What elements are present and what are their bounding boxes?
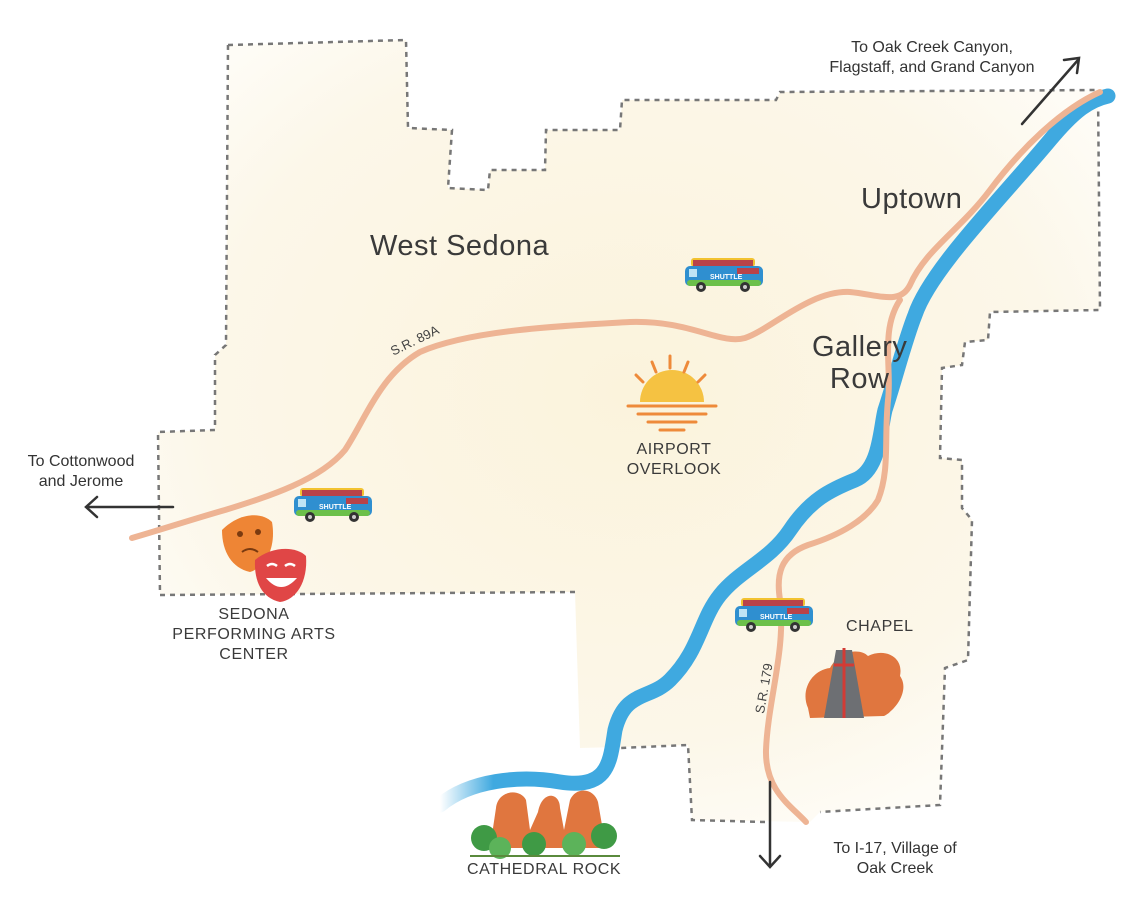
area-label-gallery-row-line1: Gallery [812, 331, 908, 363]
poi-label-chapel: CHAPEL [846, 618, 914, 635]
direction-label-north-line2: Flagstaff, and Grand Canyon [829, 59, 1035, 76]
area-label-west-sedona: West Sedona [370, 230, 550, 262]
direction-label-south-line2: Oak Creek [856, 860, 934, 877]
arrow-icon-north [1020, 56, 1081, 126]
poi-label-performing-arts-line1: SEDONA [218, 606, 290, 623]
chapel-icon [805, 648, 904, 718]
shuttle-label: SHUTTLE [710, 274, 743, 281]
shuttle-bus-icon: SHUTTLE [294, 488, 372, 522]
direction-label-south-line1: To I-17, Village of [833, 840, 957, 857]
city-area [158, 40, 1100, 822]
direction-label-north-line1: To Oak Creek Canyon, [851, 39, 1013, 56]
area-label-gallery-row: Gallery Row [812, 331, 907, 395]
shuttle-label: SHUTTLE [319, 504, 352, 511]
theater-masks-icon [222, 515, 307, 602]
sun-icon [626, 354, 718, 432]
city-boundary [156, 38, 1102, 824]
arrow-icon-south [758, 780, 782, 869]
area-label-gallery-row-line2: Row [829, 363, 890, 395]
poi-label-airport-line2: OVERLOOK [626, 461, 722, 478]
poi-label-performing-arts-line3: CENTER [219, 646, 289, 663]
shuttle-bus-icon: SHUTTLE [735, 598, 813, 632]
road-sr89a [129, 89, 1103, 541]
direction-label-north: To Oak Creek Canyon, Flagstaff, and Gran… [808, 38, 1056, 78]
direction-label-west: To Cottonwood and Jerome [14, 452, 148, 492]
poi-label-cathedral-rock: CATHEDRAL ROCK [467, 861, 622, 878]
area-label-uptown: Uptown [861, 183, 963, 215]
direction-label-south: To I-17, Village of Oak Creek [822, 839, 968, 879]
poi-label-performing-arts: SEDONA PERFORMING ARTS CENTER [164, 605, 344, 665]
poi-label-performing-arts-line2: PERFORMING ARTS [172, 626, 336, 643]
shuttle-label: SHUTTLE [760, 614, 793, 621]
poi-label-airport-line1: AIRPORT [636, 441, 712, 458]
arrow-icon-west [84, 495, 175, 519]
road-sr179 [762, 297, 903, 825]
poi-label-airport-overlook: AIRPORT OVERLOOK [622, 440, 726, 480]
direction-label-west-line2: and Jerome [38, 473, 124, 490]
shuttle-bus-icon: SHUTTLE [685, 258, 763, 292]
oak-creek-river [432, 88, 1116, 813]
direction-label-west-line1: To Cottonwood [27, 453, 135, 470]
cathedral-rock-icon [470, 790, 620, 859]
